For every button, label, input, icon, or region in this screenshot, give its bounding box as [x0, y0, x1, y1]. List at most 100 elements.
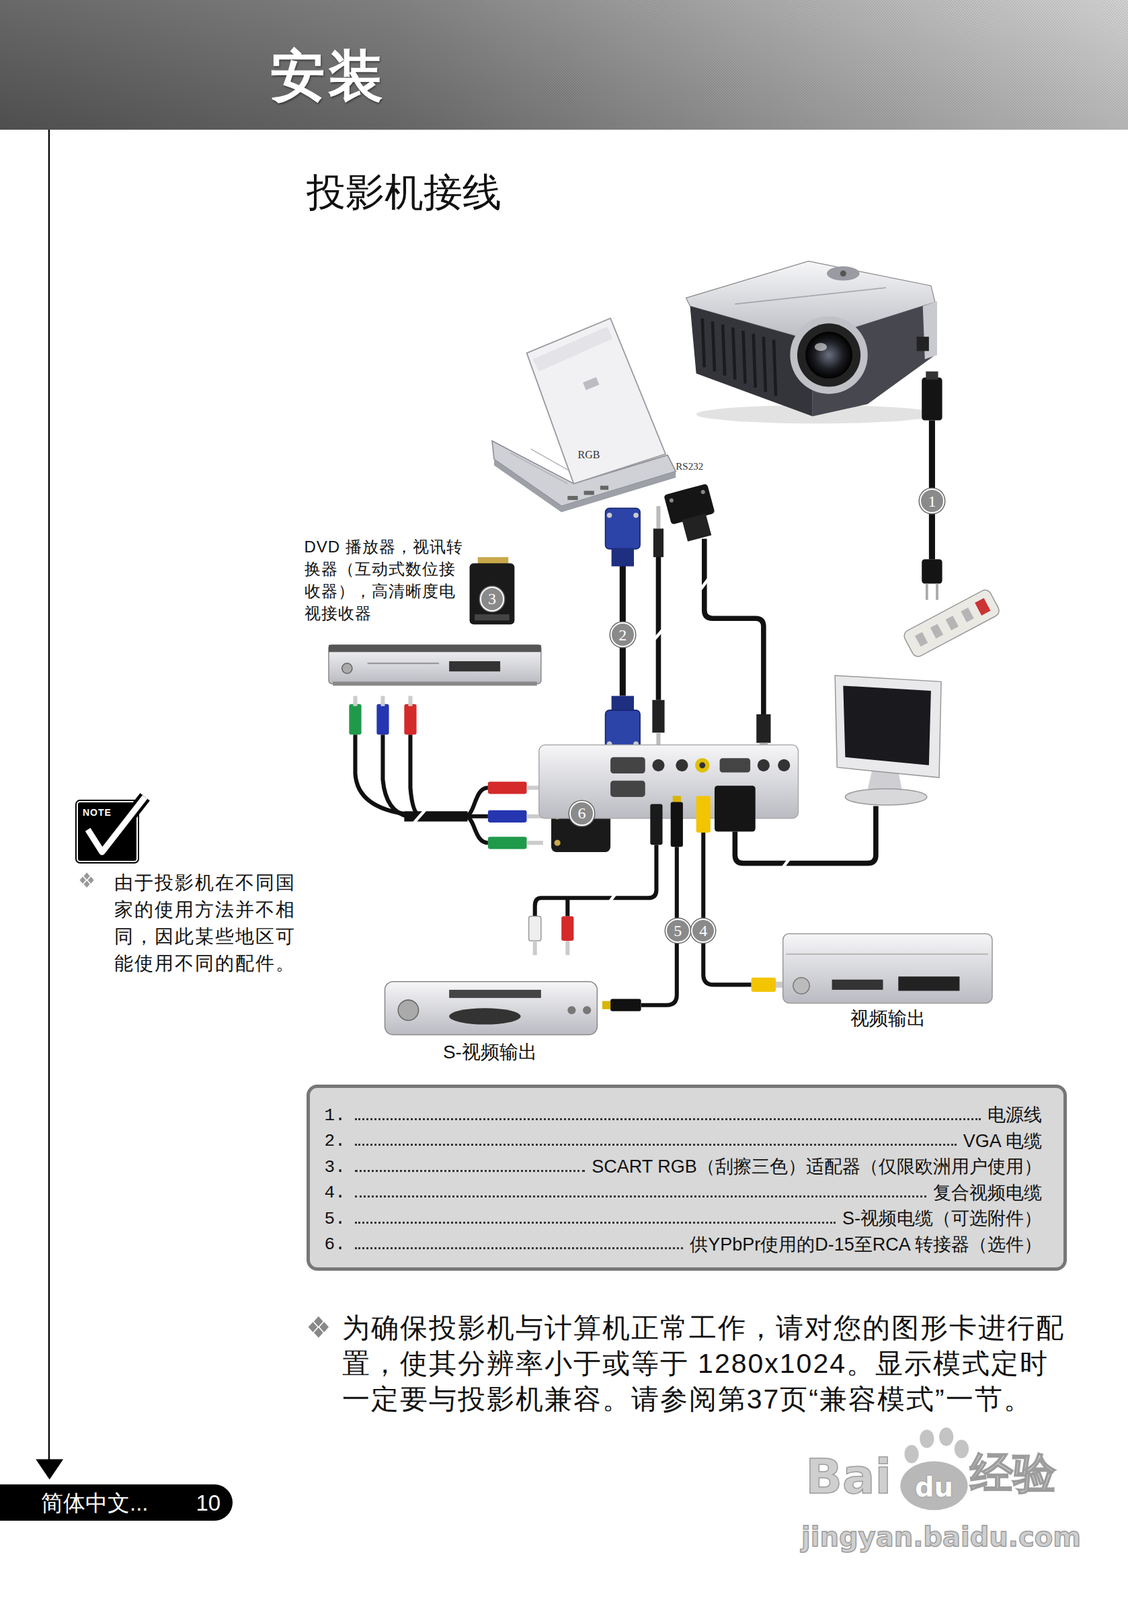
item-name: VGA 电缆 [963, 1130, 1042, 1153]
page-tab: 简体中文...10 [0, 1484, 233, 1521]
power-cord [902, 588, 1001, 659]
dvd-player [367, 662, 439, 665]
svideo-vcr [567, 1006, 576, 1015]
audio-cable [652, 700, 665, 734]
projector [685, 261, 938, 424]
margin-rule [35, 1459, 64, 1480]
callout-number: 5 [665, 918, 690, 944]
parts-row: 4.复合视频电缆 [324, 1178, 1042, 1205]
dvd-player [328, 645, 542, 687]
watermark-paw [900, 1461, 968, 1511]
dvd-player [449, 661, 501, 672]
svideo-vcr [582, 1006, 591, 1015]
lower-cables [703, 832, 751, 985]
device-caption: 视频输出 [850, 1008, 926, 1030]
rs232-cable [704, 539, 764, 715]
callout-number-text: 4 [699, 922, 708, 940]
audio-cable [651, 626, 666, 643]
video-vcr [793, 978, 810, 995]
component-cables [376, 704, 389, 736]
parts-row: 2. VGA 电缆 [324, 1126, 1042, 1153]
device-caption: S-视频输出 [442, 1041, 538, 1064]
power-cord [921, 559, 942, 584]
callout-number: 3 [479, 586, 505, 612]
watermark-paw [954, 1440, 969, 1459]
projector-panel [719, 758, 751, 773]
device-caption: DVD 播放器，视讯转换器（互动式数位接收器），高清晰度电视接收器 [304, 535, 466, 625]
monitor [844, 789, 927, 806]
power-cord [914, 632, 928, 648]
vga-cable [611, 547, 634, 567]
parts-row: 6.供YPbPr使用的D-15至RCA 转接器（选件） [324, 1230, 1042, 1257]
dot-leader [354, 1144, 957, 1147]
projector-panel [610, 781, 646, 798]
component-cables [348, 704, 361, 736]
scart-adapter [469, 563, 515, 625]
lower-cables [751, 978, 776, 993]
margin-rule [35, 129, 64, 1481]
lower-cables [535, 844, 657, 917]
dot-leader [354, 1195, 927, 1198]
item-number: 2. [324, 1131, 346, 1153]
laptop [582, 377, 599, 390]
power-cord [921, 377, 942, 421]
item-name: S-视频电缆（可选附件） [842, 1207, 1042, 1230]
watermark: Bai [805, 1449, 892, 1506]
note-icon: NOTE [76, 801, 138, 863]
item-name: SCART RGB（刮擦三色）适配器（仅限欧洲用户使用） [591, 1156, 1042, 1178]
watermark-paw [939, 1427, 954, 1446]
power-cord [960, 607, 974, 623]
item-number: 6. [324, 1234, 346, 1256]
component-cables [404, 704, 417, 736]
rs232-cable [663, 484, 720, 546]
rs232-cable [700, 573, 713, 590]
page-number: 10 [196, 1492, 222, 1515]
component-cables [488, 810, 528, 823]
header-band: 安装 [0, 0, 1128, 130]
dsub-rca-adapter [554, 840, 561, 847]
projector [805, 332, 853, 380]
projector [826, 266, 860, 281]
vga-cable [607, 512, 613, 519]
laptop [492, 318, 676, 513]
dvd-player [332, 681, 538, 686]
note-check [88, 797, 146, 853]
page-title: 投影机接线 [306, 171, 502, 215]
projector [702, 318, 776, 396]
power-cord [925, 371, 938, 380]
lower-cables [714, 785, 756, 832]
dvd-player [342, 663, 353, 674]
watermark-paw [904, 1445, 919, 1464]
video-vcr [783, 933, 993, 1003]
svideo-vcr [385, 982, 598, 1036]
video-vcr [785, 953, 989, 956]
callout-number: 4 [691, 918, 716, 944]
audio-cable [651, 506, 666, 753]
dot-leader [354, 1170, 586, 1173]
dot-leader [354, 1118, 981, 1121]
lower-cables [602, 1001, 611, 1010]
component-cables [464, 816, 489, 843]
audio-cable [653, 529, 664, 558]
power-cord [927, 584, 938, 601]
rs232-cable [681, 513, 712, 542]
parts-row: 1.电源线 [324, 1100, 1042, 1127]
callout-number-text: 3 [488, 590, 497, 608]
scart-adapter [474, 614, 510, 621]
projector [734, 287, 886, 304]
laptop [584, 490, 595, 495]
parts-row: 3.SCART RGB（刮擦三色）适配器（仅限欧洲用户使用） [324, 1152, 1042, 1179]
projector-panel [777, 759, 790, 772]
lower-cables [610, 999, 642, 1012]
svideo-vcr [449, 990, 542, 999]
component-cables [410, 734, 421, 817]
svideo-vcr [449, 1008, 521, 1025]
parts-row: 5.S-视频电缆（可选附件） [324, 1203, 1042, 1231]
lower-cables [696, 795, 711, 833]
component-cables [408, 696, 413, 707]
monitor [842, 685, 932, 765]
component-cables [382, 734, 409, 817]
component-cables [348, 696, 544, 850]
margin-rule [48, 129, 50, 1463]
power-cord [930, 623, 944, 639]
